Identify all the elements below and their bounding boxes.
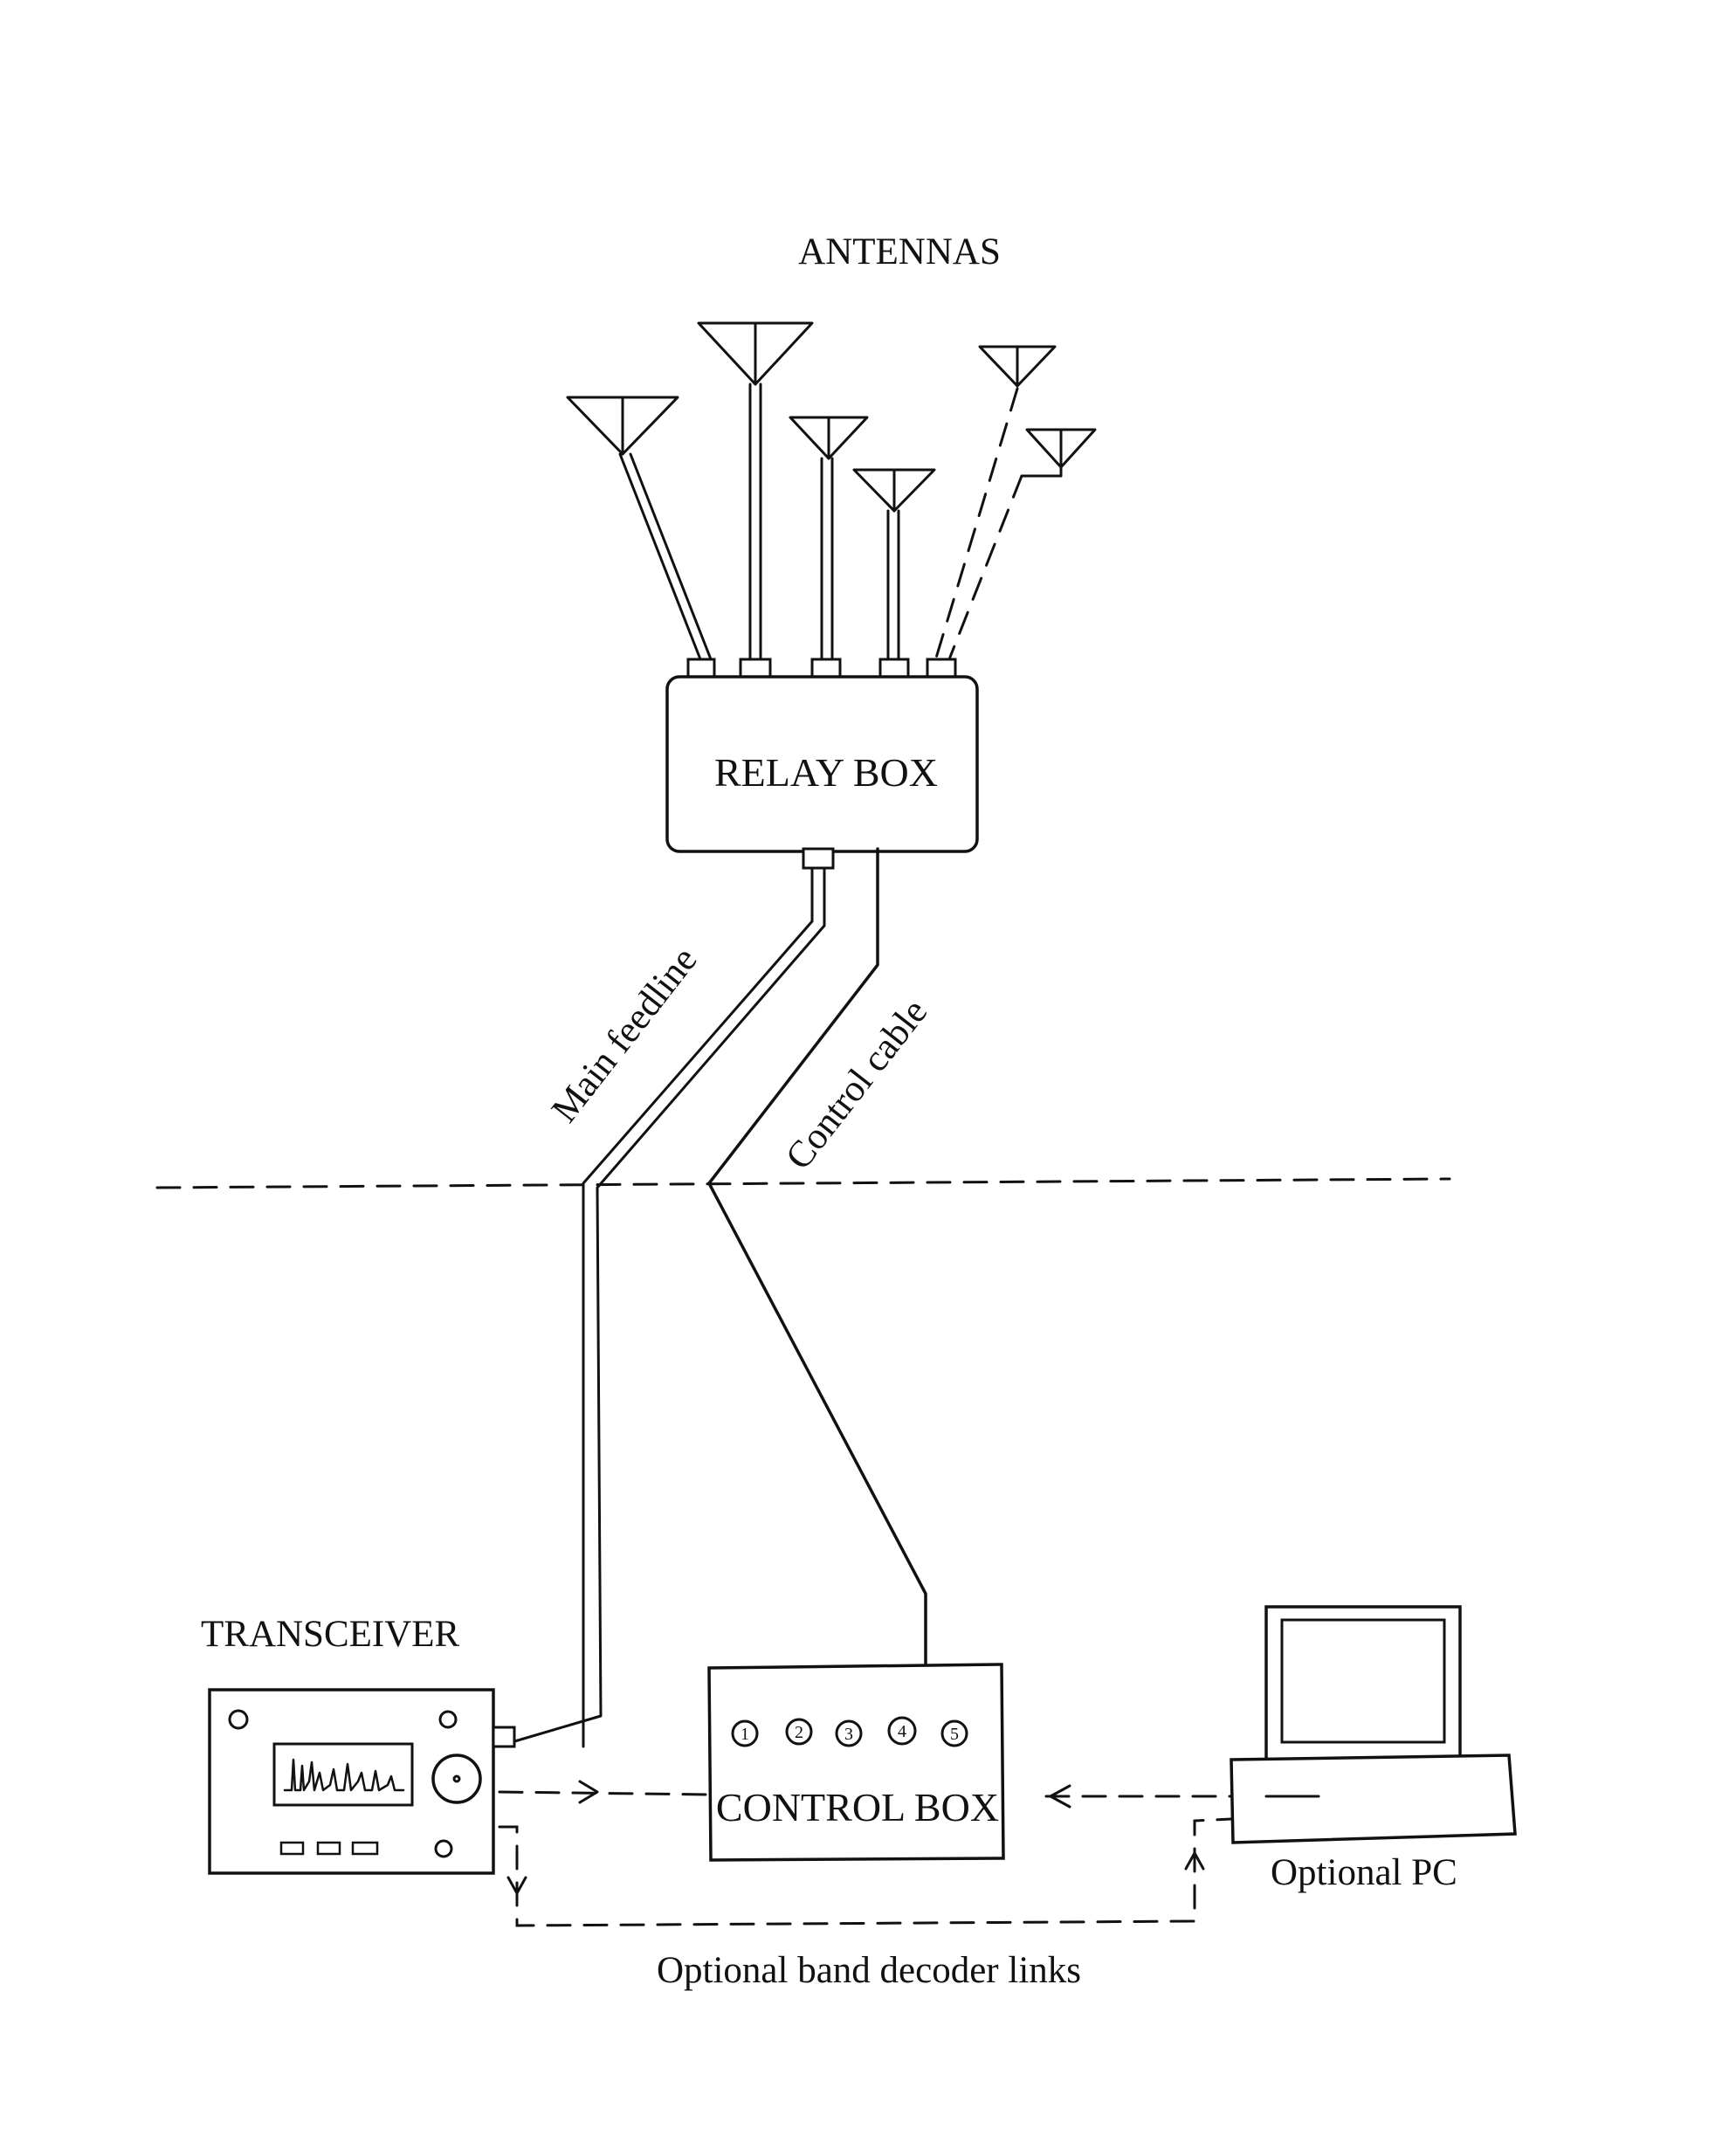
antenna-5-optional	[933, 345, 1057, 665]
transceiver-knob-top-left	[228, 1709, 249, 1730]
control-button-1	[731, 1719, 759, 1747]
pc-screen	[1280, 1618, 1446, 1744]
antenna-4	[852, 468, 936, 665]
antenna-3	[789, 416, 869, 665]
transceiver-control-link	[498, 1780, 711, 1804]
control-button-5	[940, 1719, 968, 1747]
control-button-2	[785, 1718, 813, 1746]
spectrum-trace	[283, 1758, 405, 1792]
transceiver-knob-top-right	[438, 1710, 458, 1729]
svg-text:2: 2	[795, 1723, 803, 1742]
control-cable-label: Control cable	[778, 992, 935, 1177]
transceiver-knob-bottom-right	[434, 1839, 453, 1858]
svg-text:3: 3	[844, 1725, 853, 1744]
tuning-knob	[431, 1754, 482, 1804]
control-box-buttons: 1 2 3 4 5	[731, 1716, 968, 1747]
relay-box-label: RELAY BOX	[714, 750, 938, 795]
control-cable	[707, 847, 927, 1670]
antenna-6-optional	[946, 428, 1097, 665]
pc-control-link	[1044, 1784, 1233, 1809]
indoor-outdoor-divider	[155, 1177, 1451, 1189]
optional-pc	[1230, 1605, 1517, 1844]
main-feedline-cable	[510, 866, 826, 1748]
transceiver-button-1	[279, 1841, 305, 1856]
control-button-4	[887, 1716, 917, 1746]
band-decoder-links-label: Optional band decoder links	[657, 1950, 1081, 1991]
optional-pc-label: Optional PC	[1271, 1852, 1457, 1893]
main-feedline-label: Main feedline	[544, 940, 706, 1130]
transceiver-coax-connector	[492, 1726, 516, 1748]
control-button-3	[835, 1719, 863, 1747]
pc-base-unit	[1230, 1754, 1517, 1844]
transceiver-button-3	[351, 1841, 379, 1856]
antennas-label: ANTENNAS	[798, 231, 1001, 272]
svg-text:5: 5	[950, 1725, 959, 1744]
transceiver-button-2	[316, 1841, 341, 1856]
svg-text:4: 4	[898, 1722, 906, 1741]
svg-text:1: 1	[741, 1725, 749, 1744]
relay-bottom-connector	[802, 847, 835, 870]
transceiver	[208, 1688, 516, 1875]
antenna-2	[697, 321, 814, 665]
band-decoder-links	[498, 1817, 1233, 1927]
control-box	[707, 1663, 1005, 1862]
transceiver-display	[272, 1742, 414, 1807]
antenna-1	[566, 396, 714, 665]
transceiver-label: TRANSCEIVER	[201, 1614, 460, 1655]
control-box-label: CONTROL BOX	[716, 1785, 999, 1829]
